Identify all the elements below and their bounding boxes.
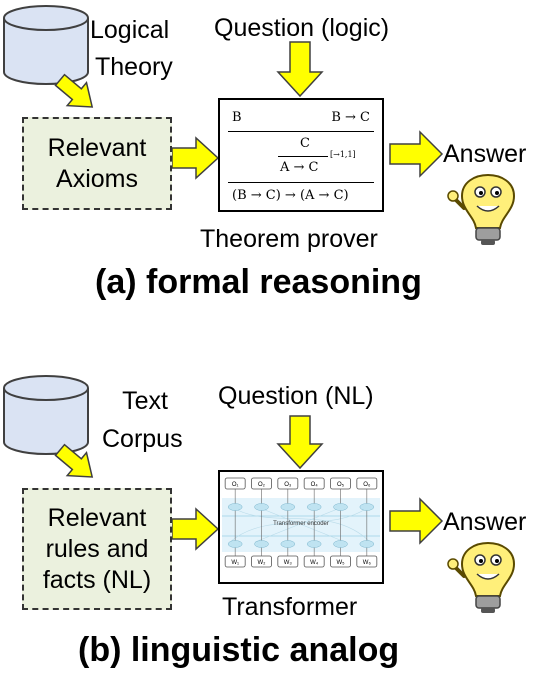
block-arrow-icon [54, 443, 94, 478]
transformer-hidden-node [280, 503, 296, 511]
axioms-line-2: Axioms [56, 164, 138, 193]
caption-a: (a) formal reasoning [95, 263, 422, 301]
database-cylinder-icon [3, 5, 89, 85]
block-arrow-icon [389, 130, 444, 178]
transformer-output-box [330, 477, 351, 490]
source-label-logical: Logical [90, 16, 170, 44]
transformer-hidden-node [280, 540, 296, 548]
transformer-input-label: W₅ [336, 560, 345, 566]
transformer-input-box [303, 555, 325, 568]
transformer-input-label: W₆ [363, 560, 372, 566]
transformer-output-label: O₂ [258, 482, 266, 488]
proof-premise-left: B [232, 110, 242, 125]
transformer-encoder-label: Transformer encoder [273, 521, 329, 527]
transformer-diagram: O₁ W₁ O₂ W₂ O₃ W₃ O₄ W₄ O₅ W₅ O₆ W₆ [222, 477, 380, 568]
transformer-input-box [251, 555, 272, 568]
axioms-line-1: Relevant [47, 133, 147, 162]
block-arrow-icon [54, 73, 94, 108]
transformer-hidden-node [254, 540, 269, 548]
caption-b: (b) linguistic analog [78, 631, 400, 669]
transformer-hidden-node [333, 540, 348, 548]
block-arrow-icon [276, 41, 324, 98]
transformer-input-box [356, 555, 378, 568]
transformer-output-box [277, 477, 299, 490]
transformer-output-label: O₃ [284, 482, 292, 488]
transformer-output-label: O₆ [363, 482, 371, 488]
source-label-text: Text [122, 387, 168, 415]
transformer-hidden-node [227, 540, 243, 548]
proof-mid-numerator: C [300, 136, 310, 151]
transformer-input-label: W₂ [258, 560, 267, 566]
transformer-input-box [330, 555, 351, 568]
block-arrow-icon [171, 507, 220, 551]
relevant-axioms-box: Relevant Axioms [22, 117, 172, 210]
question-nl-label: Question (NL) [218, 382, 374, 410]
transformer-input-label: W₄ [310, 560, 319, 566]
theorem-prover-label: Theorem prover [200, 225, 378, 253]
block-arrow-icon [389, 497, 444, 545]
transformer-output-label: O₅ [337, 482, 345, 488]
question-logic-label: Question (logic) [214, 14, 390, 42]
transformer-hidden-node [333, 503, 348, 511]
transformer-input-box [224, 555, 246, 568]
theorem-prover-panel: B B → C C A → C [→1,1] (B → C) → (A → C) [218, 98, 384, 212]
proof-mid-tag: [→1,1] [330, 150, 356, 159]
proof-conclusion: (B → C) → (A → C) [232, 188, 349, 203]
relevant-rules-box: Relevant rules and facts (NL) [22, 488, 172, 610]
transformer-output-label: O₁ [232, 482, 239, 488]
transformer-output-box [303, 477, 325, 490]
rules-line-2: rules and [45, 534, 149, 563]
transformer-hidden-node [254, 503, 269, 511]
answer-label: Answer [443, 508, 527, 536]
transformer-hidden-node [306, 503, 322, 511]
transformer-output-label: O₄ [311, 482, 319, 488]
transformer-columns: O₁ W₁ O₂ W₂ O₃ W₃ O₄ W₄ O₅ W₅ O₆ W₆ [224, 477, 378, 568]
source-label-theory: Theory [95, 53, 173, 81]
proof-rule-line [228, 131, 374, 132]
transformer-output-box [356, 477, 378, 490]
rules-line-3: facts (NL) [42, 565, 152, 594]
transformer-panel: O₁ W₁ O₂ W₂ O₃ W₃ O₄ W₄ O₅ W₅ O₆ W₆ Transformer enc… [218, 470, 384, 584]
transformer-input-label: W₃ [284, 560, 293, 566]
transformer-hidden-node [227, 503, 243, 511]
transformer-output-box [224, 477, 246, 490]
source-label-corpus: Corpus [102, 425, 183, 453]
transformer-hidden-node [306, 540, 322, 548]
transformer-hidden-node [359, 540, 375, 548]
transformer-label: Transformer [222, 593, 358, 621]
database-cylinder-icon [3, 375, 89, 455]
transformer-input-label: W₁ [231, 560, 239, 566]
transformer-hidden-node [359, 503, 375, 511]
lightbulb-mascot-icon [447, 542, 516, 613]
answer-label: Answer [443, 140, 527, 168]
proof-mid-denominator: A → C [280, 160, 319, 175]
proof-rule-line [278, 156, 328, 157]
rules-line-1: Relevant [47, 503, 147, 532]
transformer-input-box [277, 555, 299, 568]
transformer-output-box [251, 477, 272, 490]
proof-premise-right: B → C [331, 110, 370, 125]
block-arrow-icon [276, 415, 324, 470]
proof-rule-line [228, 182, 374, 183]
lightbulb-mascot-icon [447, 174, 516, 245]
block-arrow-icon [171, 136, 220, 180]
